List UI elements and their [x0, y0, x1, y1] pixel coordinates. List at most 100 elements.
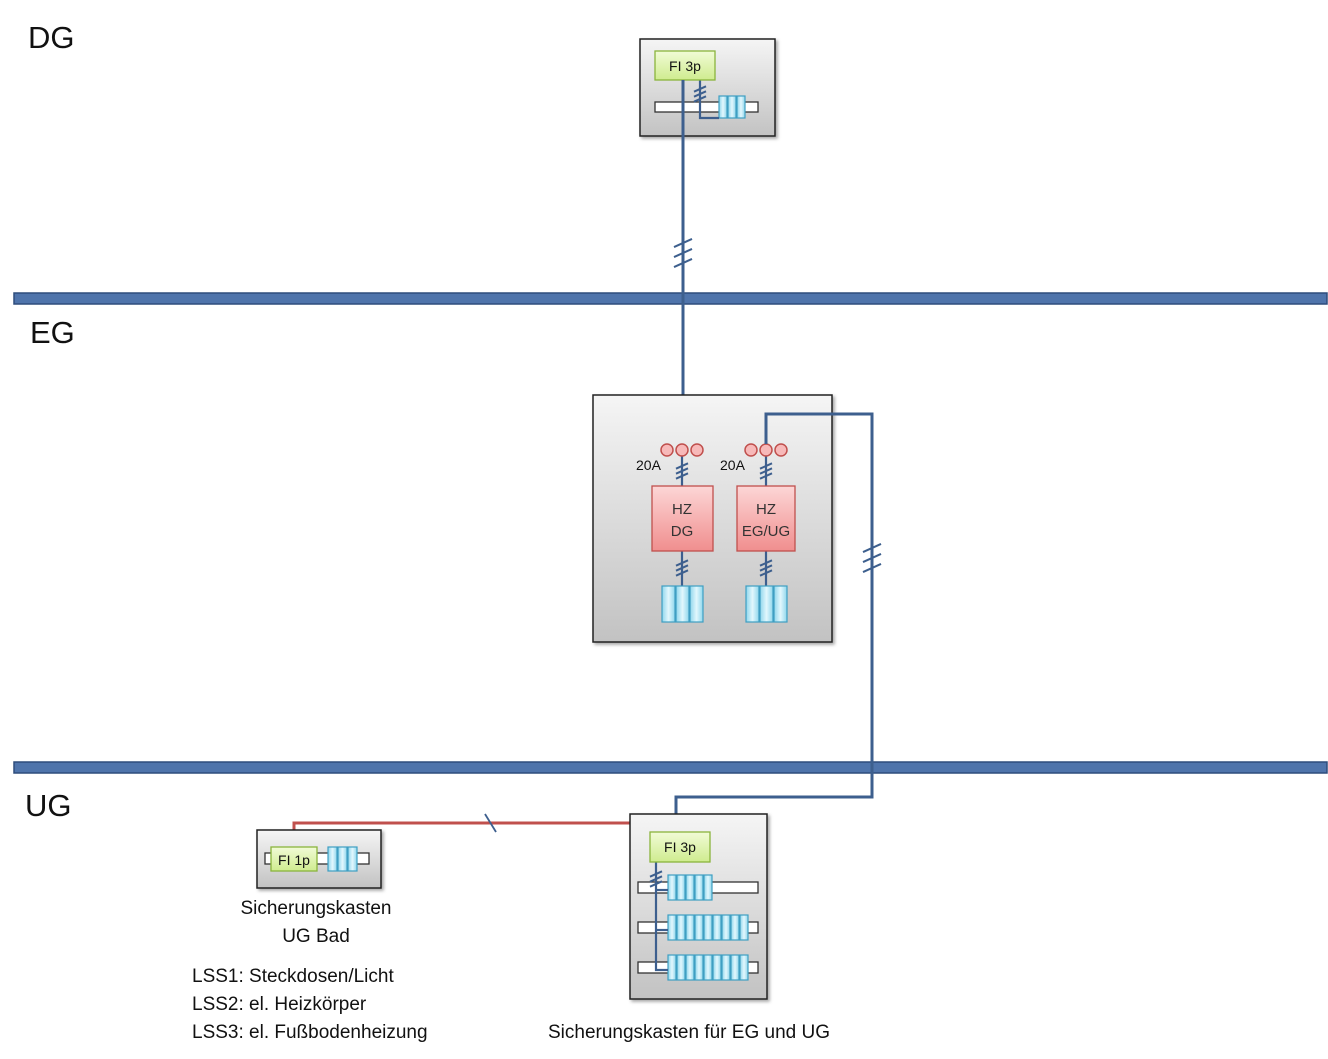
cable-phase-tick	[759, 564, 773, 572]
fuse-module	[685, 954, 695, 981]
cable-phase-tick	[693, 90, 707, 98]
ug-bad-distribution-box: FI 1p	[256, 829, 382, 889]
ug-main-fi-switch	[649, 831, 711, 863]
fuse-module	[727, 95, 737, 119]
fuse-module	[712, 954, 722, 981]
fuse-module	[676, 914, 686, 941]
hz-eg-ug-label-line2: EG/UG	[742, 523, 790, 540]
lss-item-1: LSS1: Steckdosen/Licht	[192, 966, 394, 987]
fuse-module	[337, 846, 348, 872]
hz-eg-ug-breaker	[736, 485, 796, 552]
cable-phase-tick	[693, 85, 707, 93]
ug-main-caption: Sicherungskasten für EG und UG	[548, 1022, 830, 1043]
cable-phase-ticks	[673, 238, 693, 268]
floor-label-eg: EG	[30, 315, 75, 350]
ug-bad-caption-line1: Sicherungskasten	[240, 898, 391, 919]
fuse-module	[676, 874, 686, 901]
breaker-pole	[675, 443, 689, 457]
cable-phase-tick	[484, 813, 497, 833]
ug-bad-fi-label: FI 1p	[278, 852, 310, 868]
fuse-module	[712, 914, 722, 941]
ug-main-fuse-group	[667, 874, 749, 981]
breaker-pole	[774, 443, 788, 457]
dg-fi-switch	[654, 50, 716, 81]
ug-internal-cable	[654, 862, 668, 972]
lss-item-3: LSS3: el. Fußbodenheizung	[192, 1022, 428, 1043]
rating-right: 20A	[720, 457, 746, 473]
fuse-module	[676, 954, 686, 981]
cable-phase-ticks	[862, 543, 882, 573]
cable-phase-tick	[759, 462, 773, 470]
din-rail	[654, 101, 759, 113]
cable-phase-tick	[759, 467, 773, 475]
cable-phase-tick	[673, 248, 693, 258]
cable-phase-ticks	[649, 870, 663, 888]
rating-left: 20A	[636, 457, 662, 473]
cable-phase-tick	[862, 543, 882, 553]
cable-phase-ticks	[693, 85, 707, 103]
fuse-module	[327, 846, 338, 872]
fuse-module	[739, 954, 749, 981]
breaker-poles-right	[744, 443, 788, 457]
floor-label-dg: DG	[28, 20, 75, 55]
cable-phase-tick	[693, 95, 707, 103]
fuse-module	[703, 874, 713, 901]
fuse-module	[694, 954, 704, 981]
eg-distribution-box: 20A 20A HZ DG HZ EG/UG	[592, 394, 833, 643]
fuse-module	[745, 585, 760, 623]
hz-dg-label-line1: HZ	[672, 501, 692, 518]
fuse-module	[721, 954, 731, 981]
fuse-module	[739, 914, 749, 941]
dg-fi-label: FI 3p	[669, 58, 701, 74]
fuse-module	[685, 874, 695, 901]
cable-phase-tick	[862, 553, 882, 563]
cable-phase-tick	[649, 870, 663, 878]
cable-phase-tick	[862, 563, 882, 573]
fuse-module	[730, 954, 740, 981]
cable-phase-tick	[675, 559, 689, 567]
dg-fuse-group	[718, 95, 746, 119]
cable-phase-tick	[675, 569, 689, 577]
ug-main-fi-label: FI 3p	[664, 839, 696, 855]
fuse-module	[773, 585, 788, 623]
feed-cable-eg-to-ug	[674, 412, 874, 832]
cable-phase-tick	[759, 569, 773, 577]
lss-item-2: LSS2: el. Heizkörper	[192, 994, 367, 1015]
fuse-module	[721, 914, 731, 941]
floor-label-ug: UG	[25, 788, 72, 823]
fuse-module	[759, 585, 774, 623]
fuse-module	[736, 95, 746, 119]
cable-phase-tick	[675, 467, 689, 475]
cable-phase-tick	[673, 258, 693, 268]
cable-phase-tick	[759, 472, 773, 480]
fuse-module	[730, 914, 740, 941]
fuse-module	[667, 874, 677, 901]
ug-main-distribution-box: FI 3p	[629, 813, 768, 1000]
breaker-pole	[744, 443, 758, 457]
fuse-module	[718, 95, 728, 119]
fuse-module	[694, 914, 704, 941]
fuse-module	[667, 914, 677, 941]
fuse-module	[661, 585, 676, 623]
cable-phase-tick	[675, 462, 689, 470]
hz-dg-label-line2: DG	[671, 523, 694, 540]
ug-bad-fi-switch	[270, 846, 318, 872]
cable-phase-tick	[649, 875, 663, 883]
ug-bad-caption-line2: UG Bad	[282, 926, 350, 947]
cable-phase-ticks	[675, 462, 773, 577]
cable-phase-tick	[759, 559, 773, 567]
dg-feed-cable	[698, 80, 719, 120]
cable-phase-tick	[675, 564, 689, 572]
breaker-pole	[759, 443, 773, 457]
fuse-module	[667, 954, 677, 981]
cable-phase-tick	[675, 472, 689, 480]
breaker-pole	[690, 443, 704, 457]
breaker-pole	[660, 443, 674, 457]
ug-bad-fuse-group	[327, 846, 358, 872]
fuse-module	[685, 914, 695, 941]
fuse-module	[689, 585, 704, 623]
fuse-module	[703, 914, 713, 941]
cable-phase-tick	[649, 880, 663, 888]
breaker-poles-left	[660, 443, 704, 457]
